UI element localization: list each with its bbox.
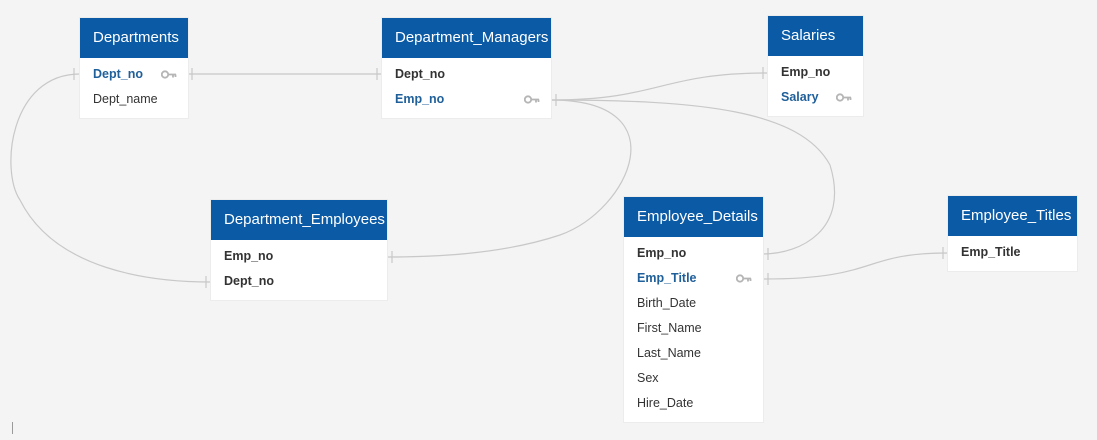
link-managers-to-salaries xyxy=(550,72,769,101)
field-name: Emp_no xyxy=(781,65,831,79)
field-name: Last_Name xyxy=(637,346,701,360)
table-title[interactable]: Department_Managers xyxy=(382,18,551,58)
field-name: Dept_name xyxy=(93,92,158,106)
field-name: Hire_Date xyxy=(637,396,694,410)
field-row[interactable]: Hire_Date xyxy=(624,391,763,416)
field-row[interactable]: Last_Name xyxy=(624,341,763,366)
link-managers-to-dept-employees xyxy=(386,99,632,258)
field-row[interactable]: Dept_no xyxy=(382,62,551,87)
field-row[interactable]: Emp_no xyxy=(768,60,863,85)
table-title[interactable]: Salaries xyxy=(768,16,863,56)
field-row[interactable]: Emp_no xyxy=(382,87,551,112)
field-name: Dept_no xyxy=(395,67,445,81)
field-name: Emp_Title xyxy=(637,271,697,285)
field-list: Emp_Title xyxy=(948,236,1077,271)
primary-key-icon xyxy=(161,70,177,79)
table-title[interactable]: Employee_Details xyxy=(624,197,763,237)
field-row[interactable]: Emp_no xyxy=(624,241,763,266)
field-name: Emp_no xyxy=(395,92,445,106)
field-name: Salary xyxy=(781,90,819,104)
table-title[interactable]: Employee_Titles xyxy=(948,196,1077,236)
field-name: Emp_no xyxy=(224,249,274,263)
field-row[interactable]: Dept_name xyxy=(80,87,188,112)
primary-key-icon xyxy=(836,93,852,102)
field-row[interactable]: Salary xyxy=(768,85,863,110)
field-name: Dept_no xyxy=(224,274,274,288)
field-row[interactable]: Dept_no xyxy=(80,62,188,87)
field-name: First_Name xyxy=(637,321,702,335)
field-row[interactable]: Emp_Title xyxy=(948,240,1077,265)
field-name: Dept_no xyxy=(93,67,143,81)
link-departments-to-dept-employees xyxy=(10,73,212,283)
link-managers-to-employee-details xyxy=(550,99,836,255)
primary-key-icon xyxy=(524,95,540,104)
link-employee-details-to-titles xyxy=(762,252,949,280)
field-row[interactable]: Emp_no xyxy=(211,244,387,269)
field-name: Sex xyxy=(637,371,659,385)
field-row[interactable]: Sex xyxy=(624,366,763,391)
table-title[interactable]: Departments xyxy=(80,18,188,58)
table-title[interactable]: Department_Employees xyxy=(211,200,387,240)
field-row[interactable]: Emp_Title xyxy=(624,266,763,291)
field-row[interactable]: Birth_Date xyxy=(624,291,763,316)
table-employee-titles[interactable]: Employee_Titles Emp_Title xyxy=(948,196,1077,271)
field-name: Emp_no xyxy=(637,246,687,260)
field-name: Birth_Date xyxy=(637,296,697,310)
cursor-mark xyxy=(12,422,13,434)
field-row[interactable]: Dept_no xyxy=(211,269,387,294)
primary-key-icon xyxy=(736,274,752,283)
field-row[interactable]: First_Name xyxy=(624,316,763,341)
field-name: Emp_Title xyxy=(961,245,1021,259)
